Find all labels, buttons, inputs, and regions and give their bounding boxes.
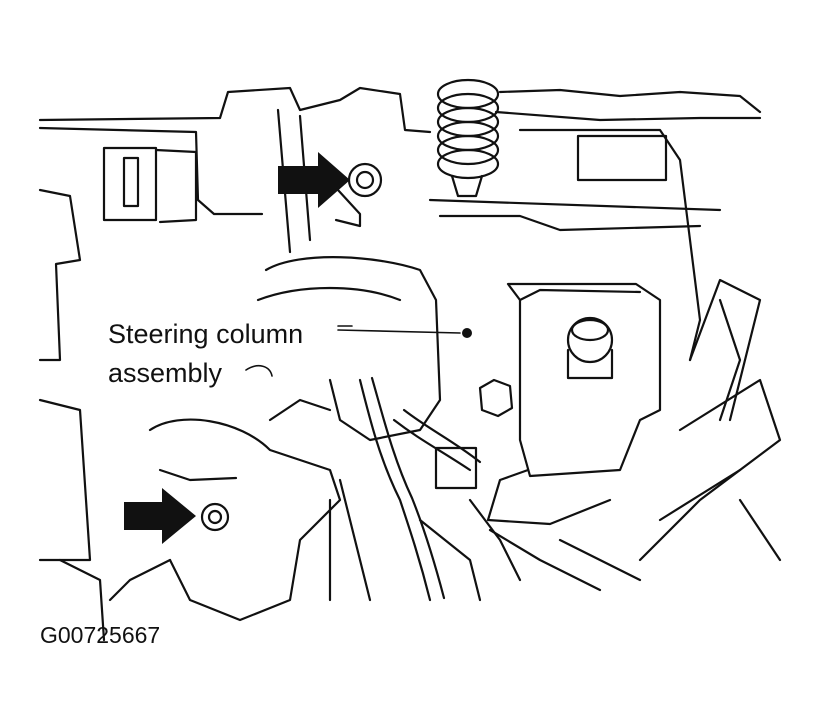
figure-id: G00725667 [40, 622, 161, 648]
right-arrow-icon [124, 488, 196, 544]
label-leader-dot [462, 328, 472, 338]
wire-harness [358, 378, 432, 602]
return-spring [436, 78, 500, 198]
right-arrow-icon [278, 152, 350, 208]
assembly-label: assembly [108, 358, 223, 388]
dash-outline [38, 86, 432, 134]
upper-bolt-hole [347, 162, 383, 198]
bracket-block [102, 146, 158, 222]
right-bracket [506, 282, 662, 478]
lower-bolt-hole [200, 502, 230, 532]
right-bolt [566, 316, 614, 364]
label-leader [337, 329, 461, 334]
column-housing [264, 256, 442, 442]
steering-column-label: Steering column [108, 319, 304, 349]
lower-bracket [148, 418, 342, 622]
